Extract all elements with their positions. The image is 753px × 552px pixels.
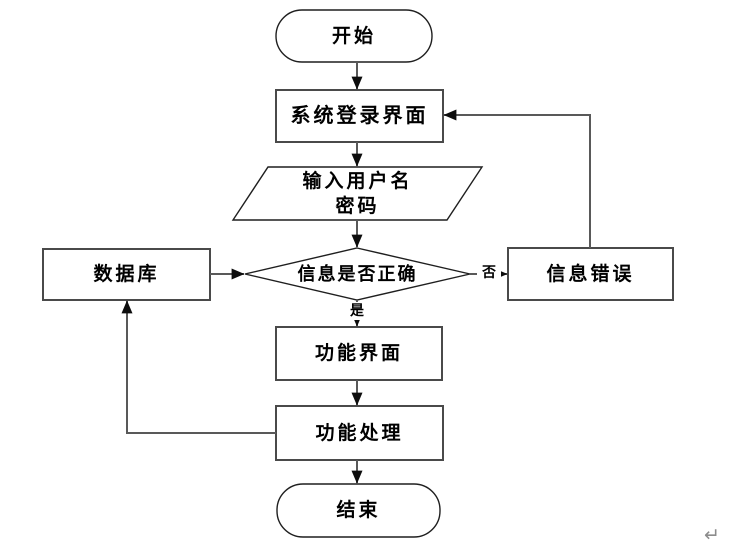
error-process-shape — [507, 247, 674, 301]
login-process-shape — [275, 89, 444, 143]
edge-error-to-login — [443, 109, 591, 248]
start-terminator-shape — [275, 9, 433, 63]
end-terminator-shape — [276, 483, 441, 538]
function-ui-process-shape — [275, 326, 443, 381]
paragraph-return-mark-icon: ↵ — [704, 524, 720, 546]
input-parallelogram-shape — [231, 166, 484, 221]
decision-diamond-shape — [244, 247, 471, 301]
edge-function-process-to-database — [121, 300, 276, 434]
function-process-shape — [275, 405, 444, 461]
database-process-shape — [42, 248, 211, 301]
